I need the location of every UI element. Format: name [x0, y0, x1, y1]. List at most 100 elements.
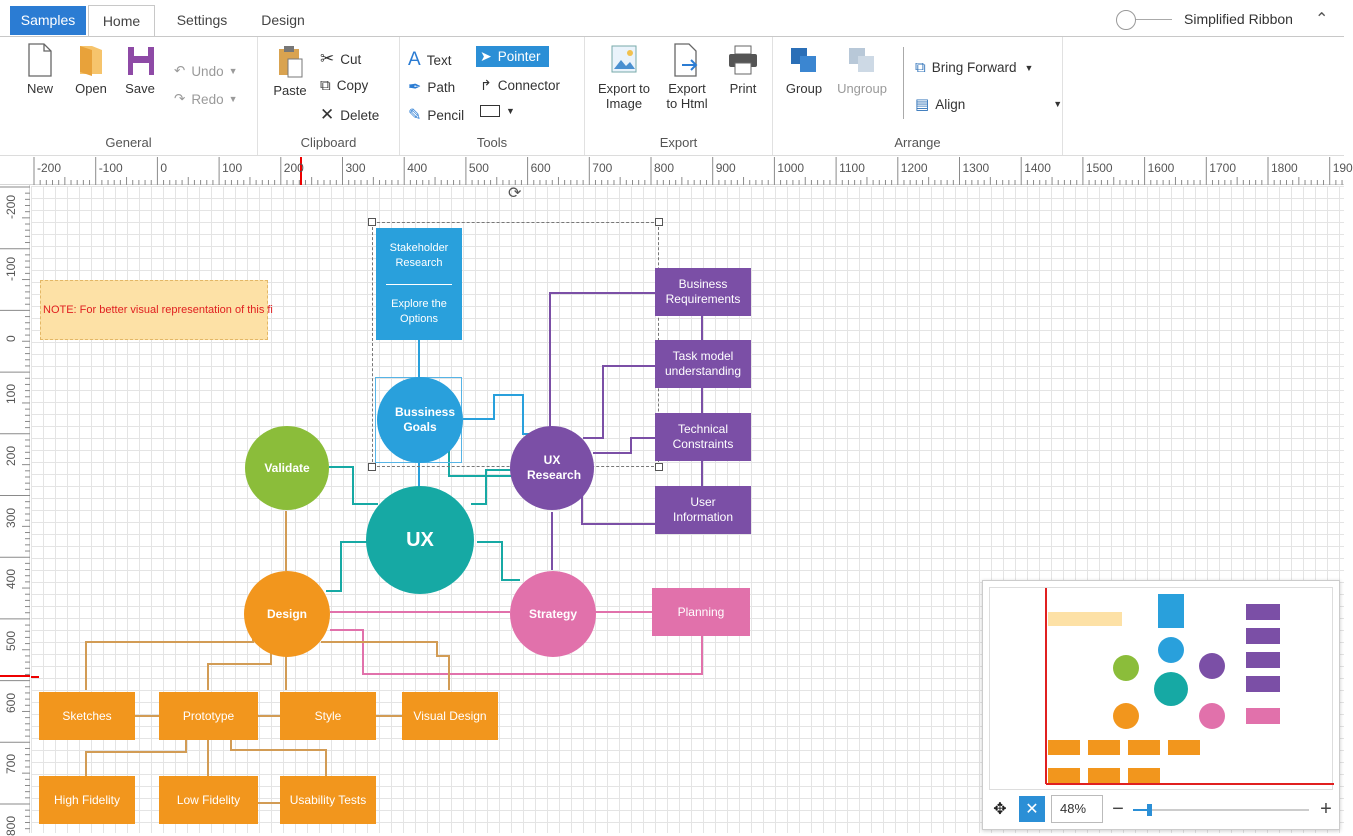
- zoom-slider-fill: [1133, 809, 1148, 811]
- overview-panel: ✥ ✕ 48% − +: [982, 580, 1340, 830]
- style-node[interactable]: Style: [280, 692, 376, 740]
- ungroup-label: Ungroup: [837, 81, 887, 96]
- business-goals-node[interactable]: Bussiness Goals: [377, 377, 463, 463]
- copy-label: Copy: [336, 78, 369, 93]
- connector-research-technical[interactable]: [593, 437, 655, 454]
- tab-design[interactable]: Design: [261, 12, 305, 28]
- shape-tool-button[interactable]: ▼: [480, 105, 515, 117]
- undo-dropdown-icon: ▼: [228, 66, 238, 76]
- rotate-handle-icon[interactable]: ⟳: [508, 185, 522, 202]
- ungroup-icon: [849, 48, 874, 72]
- explore-label: Explore the Options: [391, 298, 447, 326]
- ruler-label: -100: [4, 256, 18, 281]
- usability-tests-node[interactable]: Usability Tests: [280, 776, 376, 824]
- tab-settings[interactable]: Settings: [176, 12, 228, 28]
- connector-research-user[interactable]: [581, 492, 655, 525]
- zoom-level-input[interactable]: 48%: [1051, 795, 1103, 823]
- text-tool-button[interactable]: A Text: [408, 49, 451, 71]
- print-button[interactable]: Print: [723, 43, 763, 96]
- stakeholder-box[interactable]: Stakeholder Research Explore the Options: [376, 228, 462, 340]
- bring-forward-button[interactable]: ⧉ Bring Forward ▼: [915, 59, 1033, 76]
- path-tool-button[interactable]: ✒ Path: [408, 77, 455, 97]
- resize-handle-tr[interactable]: [655, 218, 663, 226]
- pencil-tool-button[interactable]: ✎ Pencil: [408, 105, 464, 125]
- delete-button[interactable]: ✕ Delete: [320, 105, 379, 125]
- connector-prototype-usability[interactable]: [230, 740, 327, 776]
- ruler-label: 1200: [900, 161, 928, 175]
- connector-design-prototype[interactable]: [207, 650, 272, 690]
- connector-research-business[interactable]: [549, 292, 655, 431]
- new-button[interactable]: New: [20, 43, 60, 96]
- group-clipboard: Paste ✂ Cut ⧉ Copy ✕ Delete Clipboard: [258, 37, 400, 155]
- export-image-button[interactable]: Export to Image: [591, 43, 657, 111]
- ruler-label: 500: [468, 161, 489, 175]
- business-requirements-node[interactable]: Business Requirements: [655, 268, 751, 316]
- redo-button[interactable]: ↷ Redo ▼: [174, 91, 238, 107]
- pointer-tool-button[interactable]: ➤ Pointer: [476, 46, 549, 67]
- connector-ux-design[interactable]: [326, 541, 367, 592]
- task-model-node[interactable]: Task model understanding: [655, 340, 751, 388]
- simplified-ribbon-toggle[interactable]: [1116, 10, 1172, 30]
- ruler-label: 100: [222, 161, 243, 175]
- high-fidelity-node[interactable]: High Fidelity: [39, 776, 135, 824]
- zoom-slider[interactable]: [1133, 804, 1309, 816]
- connector-tool-button[interactable]: ↱ Connector: [480, 77, 560, 94]
- paste-icon: [279, 46, 303, 78]
- group-label-arrange: Arrange: [894, 135, 941, 150]
- ruler-label: 200: [4, 445, 18, 466]
- fit-close-icon[interactable]: ✕: [1019, 796, 1045, 822]
- connector-design-visual[interactable]: [321, 641, 450, 690]
- save-icon: [128, 47, 154, 75]
- align-button[interactable]: ▤ Align ▼: [915, 95, 1062, 113]
- visual-design-node[interactable]: Visual Design: [402, 692, 498, 740]
- export-html-button[interactable]: Export to Html: [661, 43, 713, 111]
- paste-button[interactable]: Paste: [270, 43, 310, 98]
- align-icon: ▤: [915, 96, 930, 113]
- strategy-node[interactable]: Strategy: [510, 571, 596, 657]
- planning-node[interactable]: Planning: [652, 588, 750, 636]
- tab-home[interactable]: Home: [88, 5, 155, 37]
- resize-handle-bl[interactable]: [368, 463, 376, 471]
- pan-icon[interactable]: ✥: [993, 801, 1007, 818]
- resize-handle-tl[interactable]: [368, 218, 376, 226]
- note-box[interactable]: NOTE: For better visual representation o…: [40, 280, 273, 340]
- user-information-node[interactable]: User Information: [655, 486, 751, 534]
- connector-design-planning[interactable]: [330, 629, 703, 675]
- ribbon: New Open Save ↶ Undo ▼ ↷ Redo ▼ General: [0, 36, 1344, 156]
- tab-samples[interactable]: Samples: [10, 6, 86, 35]
- ungroup-button[interactable]: Ungroup: [833, 43, 891, 96]
- sketches-node[interactable]: Sketches: [39, 692, 135, 740]
- connector-validate-ux[interactable]: [329, 466, 378, 505]
- collapse-ribbon-icon[interactable]: ⌃: [1315, 11, 1329, 28]
- zoom-in-icon[interactable]: +: [1320, 797, 1332, 820]
- group-button[interactable]: Group: [781, 43, 827, 96]
- connector-prototype-high[interactable]: [85, 740, 187, 776]
- resize-handle-br[interactable]: [655, 463, 663, 471]
- ux-node[interactable]: UX: [366, 486, 474, 594]
- cut-button[interactable]: ✂ Cut: [320, 49, 361, 69]
- validate-node[interactable]: Validate: [245, 426, 329, 510]
- low-fidelity-node[interactable]: Low Fidelity: [159, 776, 258, 824]
- open-button[interactable]: Open: [68, 43, 114, 96]
- prototype-node[interactable]: Prototype: [159, 692, 258, 740]
- stakeholder-label: Stakeholder Research: [389, 241, 449, 269]
- zoom-slider-thumb[interactable]: [1147, 804, 1153, 816]
- overview-viewport[interactable]: [989, 587, 1334, 790]
- export-html-icon: [674, 43, 698, 77]
- ruler-label: 0: [4, 335, 18, 343]
- copy-button[interactable]: ⧉ Copy: [320, 77, 368, 94]
- zoom-out-icon[interactable]: −: [1112, 797, 1124, 820]
- connector-ux-strategy[interactable]: [477, 541, 520, 581]
- design-node[interactable]: Design: [244, 571, 330, 657]
- group-label-general: General: [105, 135, 152, 150]
- ux-research-node[interactable]: UX Research: [510, 426, 594, 510]
- connector-ux-research[interactable]: [471, 469, 511, 505]
- stakeholder-divider: [386, 283, 452, 285]
- save-button[interactable]: Save: [120, 43, 160, 96]
- undo-button[interactable]: ↶ Undo ▼: [174, 63, 238, 79]
- group-tools: A Text ✒ Path ✎ Pencil ➤ Pointer ↱ Conne…: [400, 37, 585, 155]
- connector-research-task[interactable]: [583, 365, 655, 439]
- delete-label: Delete: [340, 107, 380, 123]
- technical-constraints-node[interactable]: Technical Constraints: [655, 413, 751, 461]
